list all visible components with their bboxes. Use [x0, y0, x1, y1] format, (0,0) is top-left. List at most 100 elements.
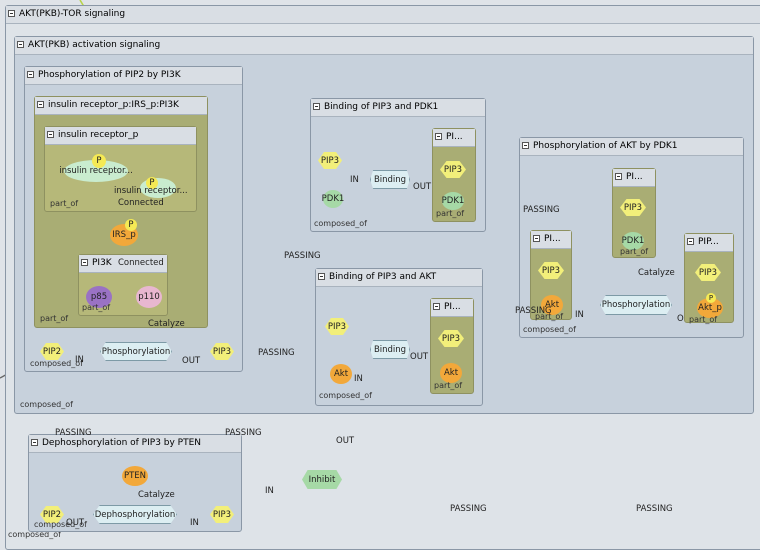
complex-title: PI...	[446, 132, 463, 142]
complex-title-bar[interactable]: PIP...	[685, 234, 733, 252]
collapse-icon[interactable]	[27, 71, 34, 78]
collapse-icon[interactable]	[533, 235, 540, 242]
insulin-receptor-node[interactable]: insulin receptor...	[59, 160, 133, 182]
collapse-icon[interactable]	[433, 303, 440, 310]
collapse-icon[interactable]	[687, 238, 694, 245]
complex-title-bar[interactable]: PI...	[531, 231, 571, 249]
pi3k-title: PI3K	[92, 258, 112, 268]
process-label: Phosphorylation	[601, 300, 671, 310]
process-label: Binding	[373, 174, 407, 185]
in-label: IN	[190, 518, 199, 528]
pi3k-part-of: part_of	[82, 303, 111, 312]
receptor-title: insulin receptor_p	[58, 130, 139, 140]
pip3-node[interactable]: PIP3	[695, 264, 721, 281]
akt-node[interactable]: Akt	[440, 363, 462, 383]
pdk1-node[interactable]: PDK1	[322, 190, 344, 208]
phospho-marker: P	[706, 293, 716, 303]
pip3-node[interactable]: PIP3	[440, 161, 466, 178]
inhibit-node[interactable]: Inhibit	[302, 470, 342, 489]
pten-node[interactable]: PTEN	[122, 466, 148, 486]
pip3-node[interactable]: PIP3	[438, 330, 464, 347]
phosphorylation-process[interactable]: Phosphorylation	[600, 295, 672, 315]
pip2-title-bar[interactable]: Phosphorylation of PIP2 by PI3K	[25, 67, 242, 85]
pdk1-title-bar[interactable]: Binding of PIP3 and PDK1	[311, 99, 485, 117]
phospho-label: P	[149, 178, 155, 188]
binding-process[interactable]: Binding	[370, 170, 410, 189]
irs-label: IRS_p	[112, 230, 136, 240]
pip2-node[interactable]: PIP2	[40, 343, 64, 360]
collapse-icon[interactable]	[313, 103, 320, 110]
akt-phos-footer: composed_of	[523, 325, 576, 334]
pip2-label: PIP2	[42, 509, 62, 520]
akt-binding-title: Binding of PIP3 and AKT	[329, 272, 437, 282]
activation-footer: composed_of	[20, 400, 73, 409]
complex-footer: part_of	[434, 381, 463, 390]
collapse-icon[interactable]	[81, 259, 88, 266]
out-label: OUT	[413, 182, 432, 192]
akt-p-node[interactable]: Akt_p	[697, 298, 723, 318]
pip3-node[interactable]: PIP3	[318, 152, 342, 169]
akt-node[interactable]: Akt	[541, 295, 563, 315]
outer-footer: composed_of	[8, 530, 61, 539]
in-label: IN	[575, 310, 584, 320]
pip3-node[interactable]: PIP3	[210, 343, 234, 360]
akt-binding-title-bar[interactable]: Binding of PIP3 and AKT	[316, 269, 482, 287]
p85-node[interactable]: p85	[86, 286, 112, 308]
phosphorylation-process[interactable]: Phosphorylation	[100, 342, 172, 361]
binding-process[interactable]: Binding	[370, 340, 410, 359]
receptor-title-bar[interactable]: insulin receptor_p	[45, 127, 196, 145]
complex-title-bar[interactable]: PI...	[433, 129, 475, 147]
akt-label: Akt	[544, 300, 560, 310]
pip3-node[interactable]: PIP3	[325, 318, 349, 335]
collapse-icon[interactable]	[37, 101, 44, 108]
complex-title: PI...	[544, 234, 561, 244]
p110-node[interactable]: p110	[136, 286, 162, 308]
collapse-icon[interactable]	[615, 173, 622, 180]
complex-title: insulin receptor_p:IRS_p:PI3K	[48, 100, 179, 110]
receptor-node-2-label: insulin receptor...	[114, 186, 188, 196]
outer-title-bar[interactable]: AKT(PKB)-TOR signaling	[6, 6, 760, 24]
passing-label: PASSING	[55, 428, 92, 438]
process-label: Phosphorylation	[101, 346, 171, 357]
pdk1-node[interactable]: PDK1	[622, 232, 644, 250]
pdk1-binding-title: Binding of PIP3 and PDK1	[324, 102, 439, 112]
pip3-node[interactable]: PIP3	[620, 199, 646, 216]
collapse-icon[interactable]	[318, 273, 325, 280]
collapse-icon[interactable]	[31, 439, 38, 446]
collapse-icon[interactable]	[47, 131, 54, 138]
complex-title: PI...	[626, 172, 643, 182]
akt-phos-title-bar[interactable]: Phosphorylation of AKT by PDK1	[520, 138, 743, 156]
complex-title-bar[interactable]: insulin receptor_p:IRS_p:PI3K	[35, 97, 207, 115]
passing-label: PASSING	[523, 205, 560, 215]
outer-title: AKT(PKB)-TOR signaling	[19, 9, 126, 19]
pi3k-title-bar[interactable]: PI3K	[79, 255, 167, 273]
dephosphorylation-process[interactable]: Dephosphorylation	[93, 505, 177, 524]
collapse-icon[interactable]	[8, 10, 15, 17]
complex-title-bar[interactable]: PI...	[431, 299, 473, 317]
complex-title-bar[interactable]: PI...	[613, 169, 655, 187]
inhibit-label: Inhibit	[308, 474, 336, 485]
pip3-label: PIP3	[212, 346, 232, 357]
out-label: OUT	[410, 352, 429, 362]
collapse-icon[interactable]	[17, 41, 24, 48]
akt-node[interactable]: Akt	[330, 364, 352, 384]
pten-title: Dephosphorylation of PIP3 by PTEN	[42, 438, 202, 448]
phospho-label: P	[128, 220, 134, 230]
pten-title-bar[interactable]: Dephosphorylation of PIP3 by PTEN	[29, 435, 241, 453]
pip2-node[interactable]: PIP2	[40, 506, 64, 523]
pip3-node[interactable]: PIP3	[210, 506, 234, 523]
pip3-label: PIP3	[443, 164, 463, 175]
pip3-label: PIP3	[212, 509, 232, 520]
out-label: OUT	[182, 356, 201, 366]
pip3-label: PIP3	[327, 321, 347, 332]
pip3-label: PIP3	[698, 267, 718, 278]
collapse-icon[interactable]	[435, 133, 442, 140]
pip3-node[interactable]: PIP3	[538, 262, 564, 279]
collapse-icon[interactable]	[522, 142, 529, 149]
complex-title: PIP...	[698, 237, 719, 247]
in-label: IN	[75, 355, 84, 365]
activation-title-bar[interactable]: AKT(PKB) activation signaling	[15, 37, 753, 55]
activation-title: AKT(PKB) activation signaling	[28, 40, 161, 50]
pdk1-node[interactable]: PDK1	[442, 192, 464, 210]
in-label: IN	[350, 175, 359, 185]
